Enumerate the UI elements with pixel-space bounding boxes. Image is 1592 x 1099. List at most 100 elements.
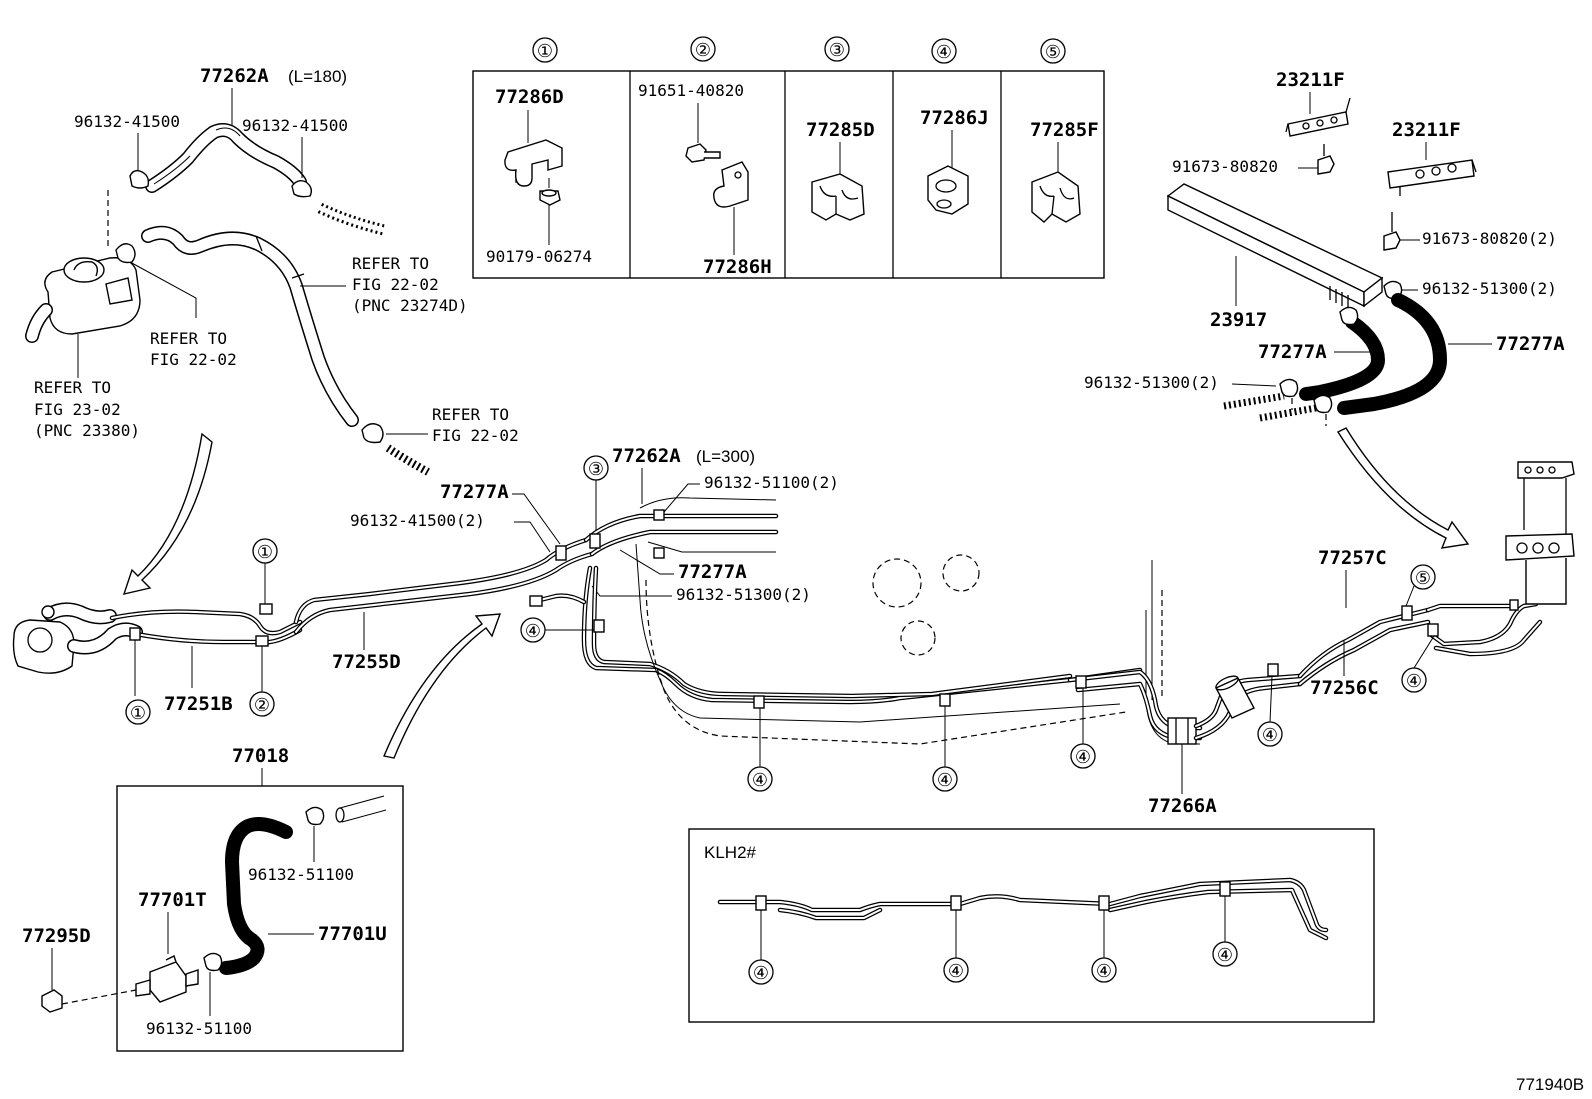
callout-2: ② <box>249 635 275 717</box>
svg-text:96132-41500: 96132-41500 <box>242 116 348 135</box>
arrow-up-right <box>383 613 502 759</box>
tube-main-right: 77266A <box>1067 669 1303 817</box>
svg-text:77018: 77018 <box>232 745 289 767</box>
svg-text:③: ③ <box>829 40 845 60</box>
clip-canister-b-icon <box>1339 306 1359 326</box>
part-77286J: 77286J <box>920 107 989 129</box>
bracket-23211F-a-icon <box>1285 97 1351 137</box>
svg-text:23917: 23917 <box>1210 309 1267 331</box>
svg-text:91673-80820(2): 91673-80820(2) <box>1422 229 1557 248</box>
refer-note-2: REFER TO FIG 22-02 <box>150 329 237 369</box>
svg-text:FIG 22-02: FIG 22-02 <box>352 275 439 294</box>
svg-text:96132-51100: 96132-51100 <box>248 865 354 884</box>
clip-96132-41500-b-icon <box>291 179 313 198</box>
svg-text:④: ④ <box>525 621 541 641</box>
callout-5: ⑤ <box>1405 564 1436 607</box>
clamp-77285F-icon <box>1031 171 1081 223</box>
clamp-77286D-icon <box>504 139 563 187</box>
svg-text:④: ④ <box>1406 671 1422 691</box>
svg-text:77262A: 77262A <box>612 445 681 467</box>
svg-text:(L=300): (L=300) <box>696 447 755 466</box>
callout-1-lower: ① <box>125 699 151 725</box>
svg-text:④: ④ <box>948 961 964 981</box>
refer-note-1: REFER TO FIG 22-02 (PNC 23274D) <box>300 254 468 315</box>
svg-text:FIG 22-02: FIG 22-02 <box>432 426 519 445</box>
callouts-main-4: ④ ④ ④ <box>747 675 1096 792</box>
variant-box-klh2: KLH2# ④ ④ ④ ④ <box>688 828 1375 1023</box>
refer-note-3: REFER TO FIG 23-02 (PNC 23380) <box>34 378 140 440</box>
tube-77251B: 77251B <box>109 609 303 715</box>
svg-text:FIG 23-02: FIG 23-02 <box>34 400 121 419</box>
svg-text:②: ② <box>254 695 270 715</box>
svg-text:①: ① <box>257 542 273 562</box>
vapor-valve-assembly <box>25 190 430 476</box>
clamp-77285D-icon <box>811 173 865 221</box>
bolt-91673-a-icon <box>1317 144 1335 175</box>
part-77285F: 77285F <box>1030 119 1099 141</box>
clip-valve-icon <box>115 243 136 264</box>
svg-text:96132-51300(2): 96132-51300(2) <box>1084 373 1219 392</box>
plug-77295D: 77295D <box>22 925 91 1013</box>
bolt-91673-b-icon <box>1383 212 1401 251</box>
svg-text:77701T: 77701T <box>138 889 207 911</box>
clamp-77286J-icon <box>927 165 969 215</box>
svg-text:23211F: 23211F <box>1276 69 1345 91</box>
callout-4-r1: ④ <box>1401 635 1435 693</box>
fuel-filter-icon <box>1215 675 1255 719</box>
svg-text:77277A: 77277A <box>440 481 509 503</box>
svg-text:77251B: 77251B <box>164 693 233 715</box>
hose-77262A-upper: 77262A (L=180) 96132-41500 96132-41500 <box>74 65 387 236</box>
part-91651-40820: 91651-40820 <box>638 81 744 100</box>
svg-text:23211F: 23211F <box>1392 119 1461 141</box>
tube-77255D: 77255D <box>293 537 595 673</box>
svg-text:REFER TO: REFER TO <box>150 329 227 348</box>
svg-text:FIG 22-02: FIG 22-02 <box>150 350 237 369</box>
callout-3: ③ <box>588 459 604 479</box>
center-hoses: 77277A 96132-41500(2) ③ 77262A (L=300) 9… <box>350 445 1143 705</box>
assy-77018: 77018 96132-51100 77701T 77701U 96132-51… <box>61 745 404 1052</box>
svg-text:REFER TO: REFER TO <box>34 378 111 397</box>
svg-text:77256C: 77256C <box>1310 677 1379 699</box>
svg-text:96132-51300(2): 96132-51300(2) <box>1422 279 1557 298</box>
svg-text:①: ① <box>537 41 553 61</box>
table-header-3: ③ <box>824 36 850 62</box>
part-90179-06274: 90179-06274 <box>486 247 592 266</box>
refer-note-4: REFER TO FIG 22-02 <box>386 405 519 445</box>
svg-text:④: ④ <box>1075 747 1091 767</box>
part-77286H: 77286H <box>703 256 772 278</box>
clamp-table: ① ② ③ ④ ⑤ 77286D 90179-062 <box>472 36 1105 279</box>
tank-pump-unit <box>12 602 143 674</box>
svg-text:96132-51300(2): 96132-51300(2) <box>676 585 811 604</box>
bracket-23211F-b-icon <box>1387 159 1477 196</box>
svg-text:(PNC 23380): (PNC 23380) <box>34 421 140 440</box>
svg-text:96132-51100: 96132-51100 <box>146 1019 252 1038</box>
figure-id: 771940B <box>1516 1075 1584 1094</box>
svg-text:96132-41500(2): 96132-41500(2) <box>350 511 485 530</box>
valve-77701T-icon <box>135 955 199 1003</box>
table-header-4: ④ <box>931 38 957 64</box>
svg-text:77701U: 77701U <box>318 923 387 945</box>
svg-text:④: ④ <box>752 770 768 790</box>
svg-text:(L=180): (L=180) <box>288 67 347 86</box>
nut-90179-icon <box>539 189 561 206</box>
svg-text:77295D: 77295D <box>22 925 91 947</box>
svg-text:REFER TO: REFER TO <box>352 254 429 273</box>
svg-text:REFER TO: REFER TO <box>432 405 509 424</box>
arrow-left-down <box>122 432 213 595</box>
charcoal-canister-group: 23211F 23211F 91673-80820 91673-80820(2) <box>1084 69 1565 426</box>
svg-text:77262A: 77262A <box>200 65 269 87</box>
svg-text:KLH2#: KLH2# <box>704 843 757 862</box>
callout-4-r2: ④ <box>1257 675 1283 747</box>
svg-text:④: ④ <box>753 963 769 983</box>
svg-text:④: ④ <box>937 770 953 790</box>
svg-text:77255D: 77255D <box>332 651 401 673</box>
svg-text:⑤: ⑤ <box>1415 568 1431 588</box>
clip-r2-b-icon <box>1313 394 1333 414</box>
svg-text:91673-80820: 91673-80820 <box>1172 157 1278 176</box>
clip-77018-b-icon <box>203 952 223 972</box>
tube-77257C-77256C: 77257C 77256C ⑤ ④ ④ <box>1257 547 1543 747</box>
table-header-1: ① <box>532 37 558 63</box>
part-77285D: 77285D <box>806 119 875 141</box>
clip-96132-41500-a-icon <box>129 169 150 189</box>
filler-neck <box>1505 461 1575 605</box>
